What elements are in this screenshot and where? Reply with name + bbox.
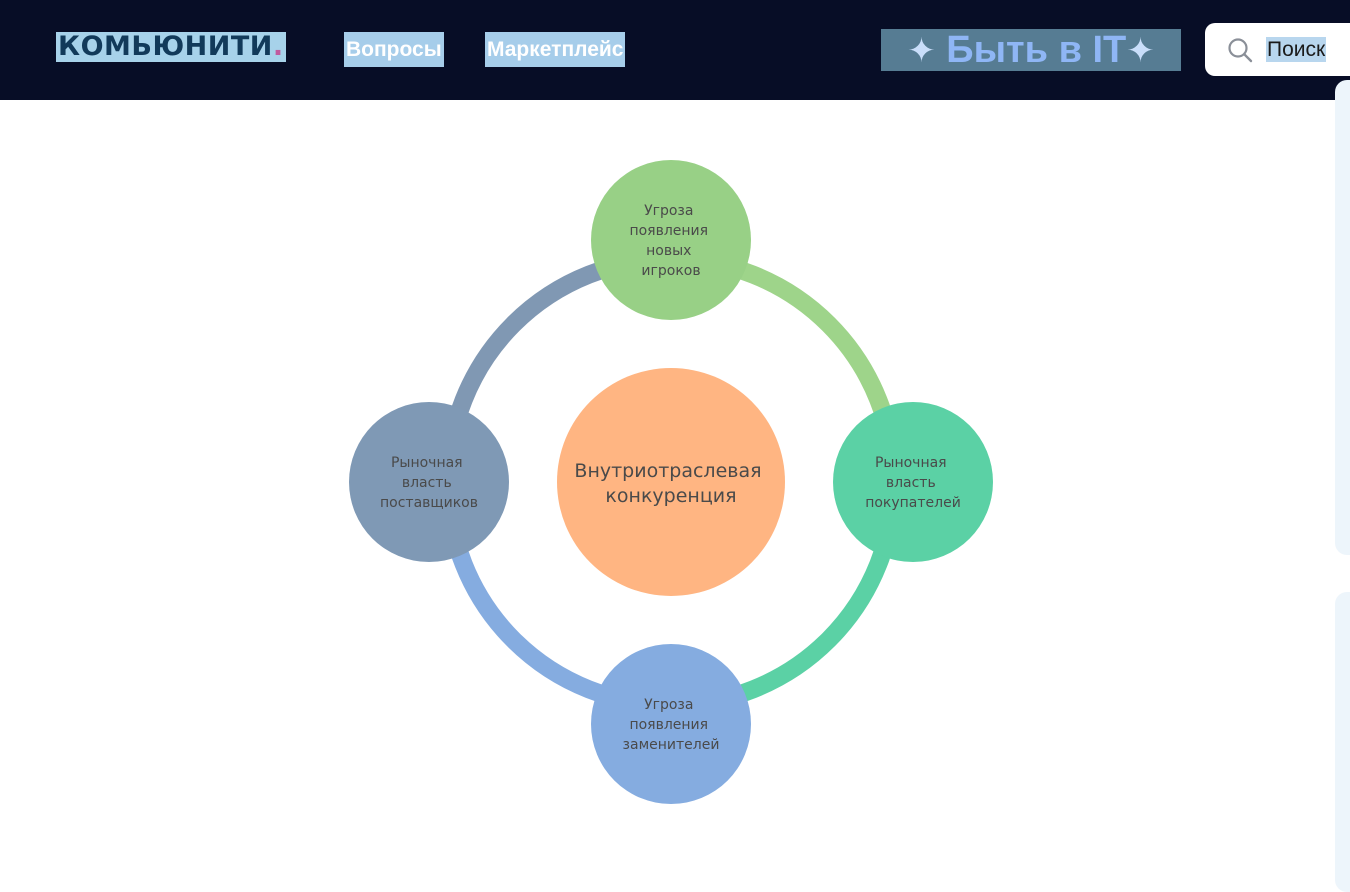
node-label-line: игроков <box>641 263 700 279</box>
sidebar-card <box>1335 592 1350 892</box>
node-label-line: власть <box>886 475 936 491</box>
node-label-line: поставщиков <box>380 495 478 511</box>
sparkle-icon: ✦ <box>1126 32 1155 70</box>
search-label: Поиск <box>1266 37 1327 62</box>
five-forces-diagram: Внутриотраслевая конкуренция Угроза появ… <box>349 160 993 804</box>
node-label-line: власть <box>402 475 452 491</box>
center-circle <box>557 368 785 596</box>
promo-label: Быть в IT <box>946 29 1127 71</box>
node-label-substitutes: Угроза появления заменителей <box>623 697 720 753</box>
top-navigation-bar: КОМЬЮНИТИ. Вопросы Маркетплейс ✦ Быть в … <box>0 0 1350 100</box>
node-label-new-entrants: Угроза появления новых игроков <box>629 203 712 279</box>
sparkle-icon: ✦ <box>907 32 936 70</box>
node-label-line: Рыночная <box>391 455 463 471</box>
center-label-line: Внутриотраслевая <box>574 460 761 482</box>
sidebar-card <box>1335 80 1350 555</box>
node-label-line: Угроза <box>644 697 693 713</box>
site-logo[interactable]: КОМЬЮНИТИ. <box>56 32 286 62</box>
node-circle-new-entrants <box>591 160 751 320</box>
node-label-buyer-power: Рыночная власть покупателей <box>865 455 961 511</box>
node-label-line: заменителей <box>623 737 720 753</box>
center-label-line: конкуренция <box>605 485 736 507</box>
nav-link-marketplace[interactable]: Маркетплейс <box>485 32 626 67</box>
node-label-line: новых <box>646 243 691 259</box>
node-circle-supplier-power <box>349 402 509 562</box>
center-label: Внутриотраслевая конкуренция <box>574 460 767 507</box>
logo-dot: . <box>272 31 284 62</box>
node-label-line: Угроза <box>644 203 693 219</box>
search-icon <box>1228 38 1253 63</box>
node-label-line: появления <box>629 717 708 733</box>
node-label-line: появления <box>629 223 708 239</box>
promo-button-be-in-it[interactable]: ✦ Быть в IT✦ <box>881 29 1181 71</box>
node-label-line: Рыночная <box>875 455 947 471</box>
node-circle-buyer-power <box>833 402 993 562</box>
search-box[interactable]: Поиск <box>1205 23 1350 76</box>
logo-text: КОМЬЮНИТИ <box>58 31 273 62</box>
nav-link-questions[interactable]: Вопросы <box>344 32 444 67</box>
node-label-line: покупателей <box>865 495 961 511</box>
node-label-supplier-power: Рыночная власть поставщиков <box>380 455 478 511</box>
node-circle-substitutes <box>591 644 751 804</box>
